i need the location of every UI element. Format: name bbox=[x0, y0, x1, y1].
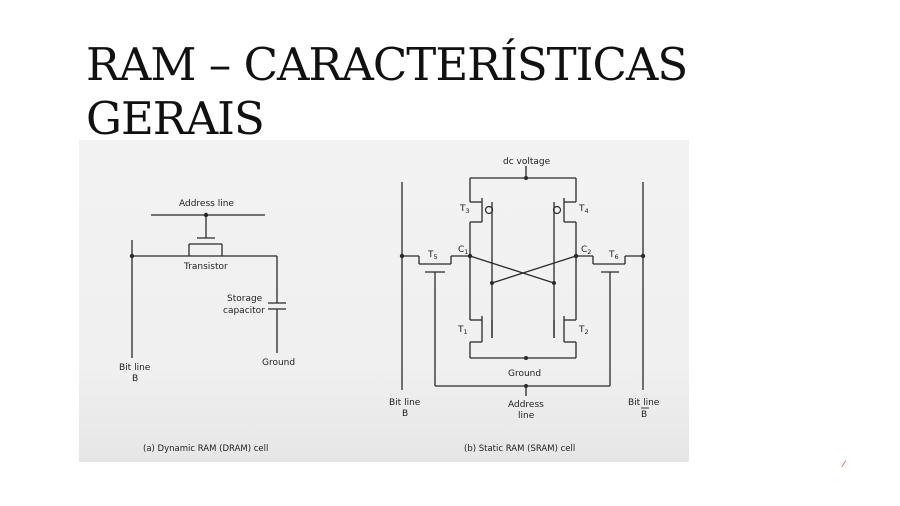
c1-label: C1 bbox=[458, 245, 468, 256]
sram-caption: (b) Static RAM (SRAM) cell bbox=[464, 444, 575, 454]
circuit-diagram-svg: Address line Transistor Storage capacito… bbox=[119, 157, 660, 454]
slide-title: RAM – CARACTERÍSTICAS GERAIS bbox=[86, 38, 786, 146]
t1-label: T1 bbox=[457, 325, 468, 336]
dram-capacitor-label: capacitor bbox=[223, 306, 265, 316]
t6-label: T6 bbox=[608, 250, 619, 261]
t6-bitline-junction bbox=[640, 253, 646, 259]
c2-label: C2 bbox=[581, 245, 591, 256]
sram-address-label: Address bbox=[508, 400, 544, 410]
sram-bit-b-left-label: B bbox=[402, 409, 408, 419]
sram-cross-2 bbox=[491, 255, 577, 284]
t3-label: T3 bbox=[459, 204, 470, 215]
dram-address-line-label: Address line bbox=[179, 199, 234, 209]
sram-bit-b-right-label: B bbox=[641, 410, 647, 420]
dram-bit-line-label: Bit line bbox=[119, 363, 151, 373]
dram-ground-label: Ground bbox=[262, 358, 295, 368]
sram-bit-line-right-label: Bit line bbox=[628, 398, 660, 408]
sram-cross-1 bbox=[469, 255, 555, 284]
corner-mark: ⁄ bbox=[843, 460, 845, 470]
t4-label: T4 bbox=[578, 204, 589, 215]
sram-line-label: line bbox=[518, 411, 535, 421]
dram-cell: Address line Transistor Storage capacito… bbox=[119, 199, 295, 454]
dram-caption: (a) Dynamic RAM (DRAM) cell bbox=[143, 444, 268, 454]
sram-bit-line-left-label: Bit line bbox=[389, 398, 421, 408]
t2-label: T2 bbox=[578, 325, 589, 336]
t5-bitline-junction bbox=[399, 253, 405, 259]
dram-transistor-label: Transistor bbox=[183, 262, 228, 272]
title-line-1: RAM – CARACTERÍSTICAS bbox=[86, 38, 688, 91]
dram-storage-label: Storage bbox=[227, 294, 263, 304]
title-line-2: GERAIS bbox=[86, 92, 265, 145]
dram-bit-b-label: B bbox=[132, 374, 138, 384]
sram-ground-label: Ground bbox=[508, 369, 541, 379]
sram-cross-junction-right bbox=[552, 281, 556, 285]
ram-cell-diagram: Address line Transistor Storage capacito… bbox=[79, 140, 689, 462]
t5-label: T5 bbox=[427, 250, 438, 261]
sram-dc-voltage-label: dc voltage bbox=[503, 157, 551, 167]
sram-cell: dc voltage T3 T4 T5 T6 C1 C2 T1 T2 Groun… bbox=[389, 157, 660, 454]
sram-cross-junction-left bbox=[490, 281, 494, 285]
sram-ground-junction bbox=[524, 356, 528, 360]
